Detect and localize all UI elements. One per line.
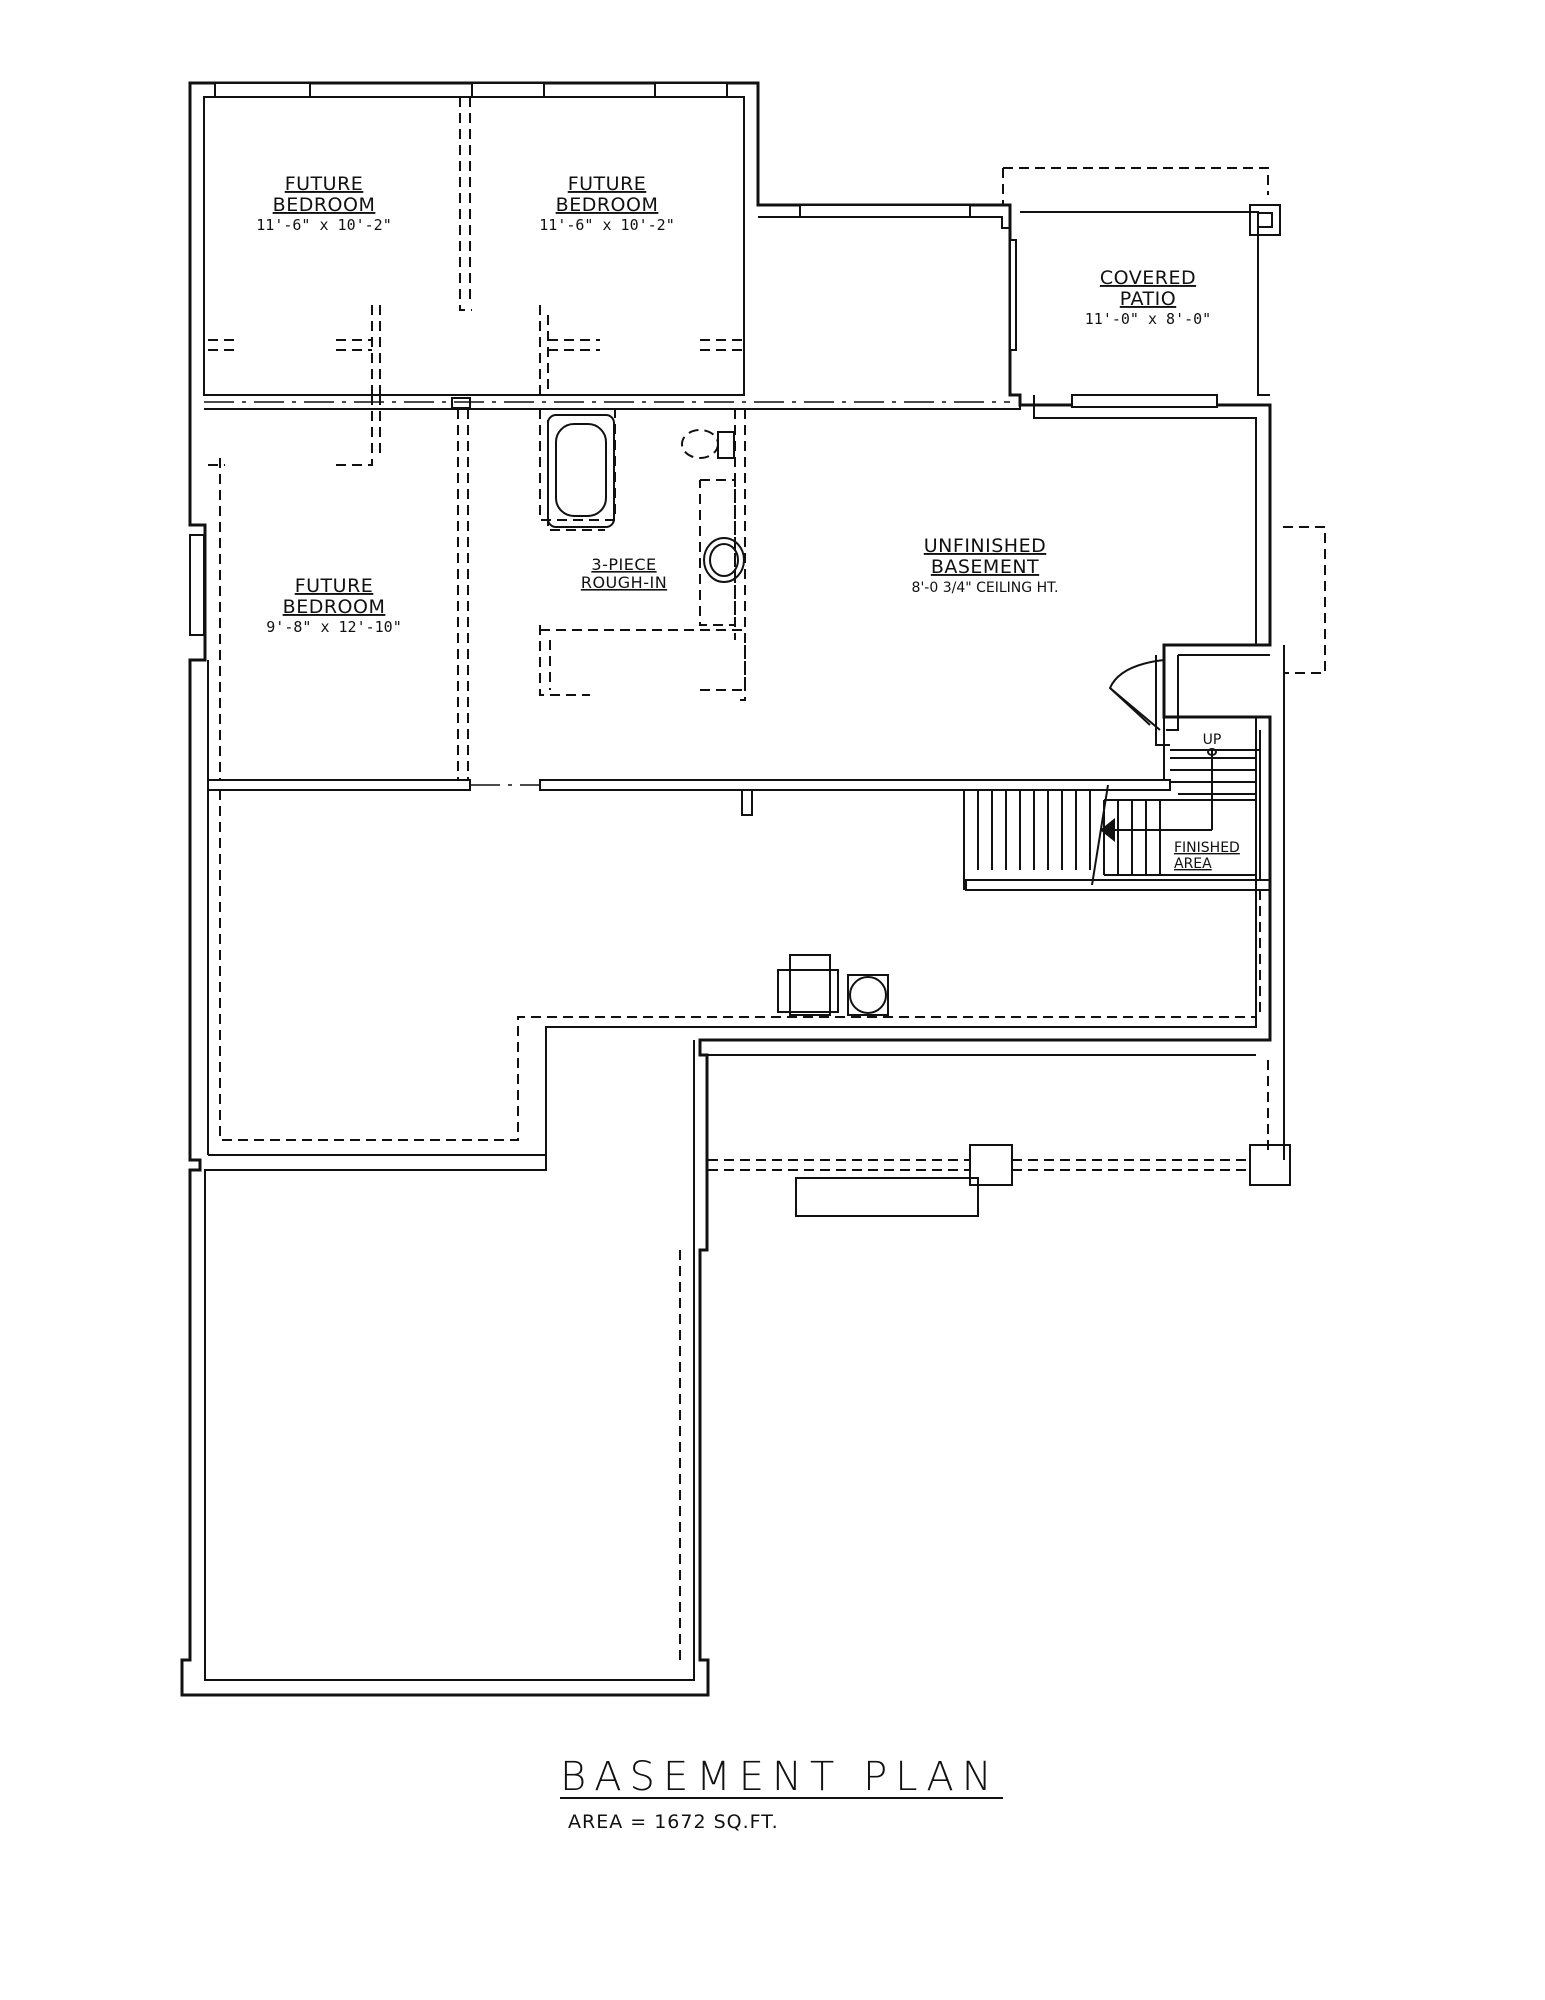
bathtub (547, 414, 615, 528)
plan-area: AREA = 1672 SQ.FT. (568, 1811, 779, 1833)
water-heater (847, 974, 889, 1016)
bedroom-1-name: FUTURE (285, 173, 364, 195)
window (799, 204, 971, 218)
bath-name: 3-PIECE (591, 555, 656, 574)
window (654, 82, 728, 98)
bedroom-3-label: FUTURE BEDROOM 9'-8" x 12'-10" (266, 575, 401, 636)
bath-fixtures (547, 414, 745, 583)
stair-start-icon (1207, 748, 1217, 756)
patio-post (1249, 204, 1281, 236)
deck-step (795, 1177, 979, 1217)
bath-label: 3-PIECE ROUGH-IN (581, 555, 667, 592)
deck-post (969, 1144, 1013, 1186)
bedroom-3-dims: 9'-8" x 12'-10" (266, 618, 401, 636)
exterior-walls (180, 81, 1285, 1697)
future-walls (208, 97, 1326, 1660)
plan-title: BASEMENT PLAN (560, 1754, 1000, 1800)
bedroom-2-dims: 11'-6" x 10'-2" (539, 216, 674, 234)
stairs-up-label: UP (1203, 732, 1222, 748)
bedroom-1-dims: 11'-6" x 10'-2" (256, 216, 391, 234)
window (1009, 239, 1017, 351)
bedroom-3-name: FUTURE (295, 575, 374, 597)
ceiling-height-note: 8'-0 3/4" CEILING HT. (912, 580, 1059, 596)
sink-icon (703, 537, 745, 583)
bedroom-3-name-2: BEDROOM (283, 596, 386, 618)
stairs-label: UP FINISHED AREA (1174, 732, 1240, 872)
arrow-left-icon (1100, 818, 1115, 842)
patio-label: COVERED PATIO 11'-0" x 8'-0" (1085, 267, 1211, 328)
finished-area-label-2: AREA (1174, 856, 1212, 872)
patio-name: COVERED (1100, 267, 1196, 289)
basement-name-2: BASEMENT (931, 556, 1039, 578)
staircase (963, 659, 1260, 890)
section-lines (204, 401, 1010, 786)
bedroom-2-name: FUTURE (568, 173, 647, 195)
mechanical (777, 954, 889, 1016)
window (1071, 394, 1218, 408)
bedroom-1-label: FUTURE BEDROOM 11'-6" x 10'-2" (256, 173, 391, 234)
patio-name-2: PATIO (1120, 288, 1176, 310)
bedroom-1-name-2: BEDROOM (273, 194, 376, 216)
patio-dims: 11'-0" x 8'-0" (1085, 310, 1211, 328)
window (471, 82, 545, 98)
bath-name-2: ROUGH-IN (581, 573, 667, 592)
bathtub-basin (555, 423, 607, 517)
toilet-tank-icon (717, 431, 735, 459)
interior-walls (207, 645, 1271, 891)
toilet-icon (681, 429, 719, 459)
bedroom-2-name-2: BEDROOM (556, 194, 659, 216)
water-heater-tank (849, 976, 887, 1014)
basement-label: UNFINISHED BASEMENT 8'-0 3/4" CEILING HT… (912, 535, 1059, 596)
patio-post-inner (1257, 212, 1273, 228)
columns (451, 204, 1291, 1217)
basement-name: UNFINISHED (924, 535, 1046, 557)
bedroom-2-label: FUTURE BEDROOM 11'-6" x 10'-2" (539, 173, 674, 234)
finished-area-label: FINISHED (1174, 840, 1240, 856)
sink-basin-icon (709, 543, 739, 577)
furnace-unit (777, 969, 839, 1013)
window (214, 82, 311, 98)
window (189, 534, 205, 636)
deck-post (1249, 1144, 1291, 1186)
furnace (789, 954, 831, 1016)
column (451, 397, 471, 409)
windows (189, 82, 1218, 636)
